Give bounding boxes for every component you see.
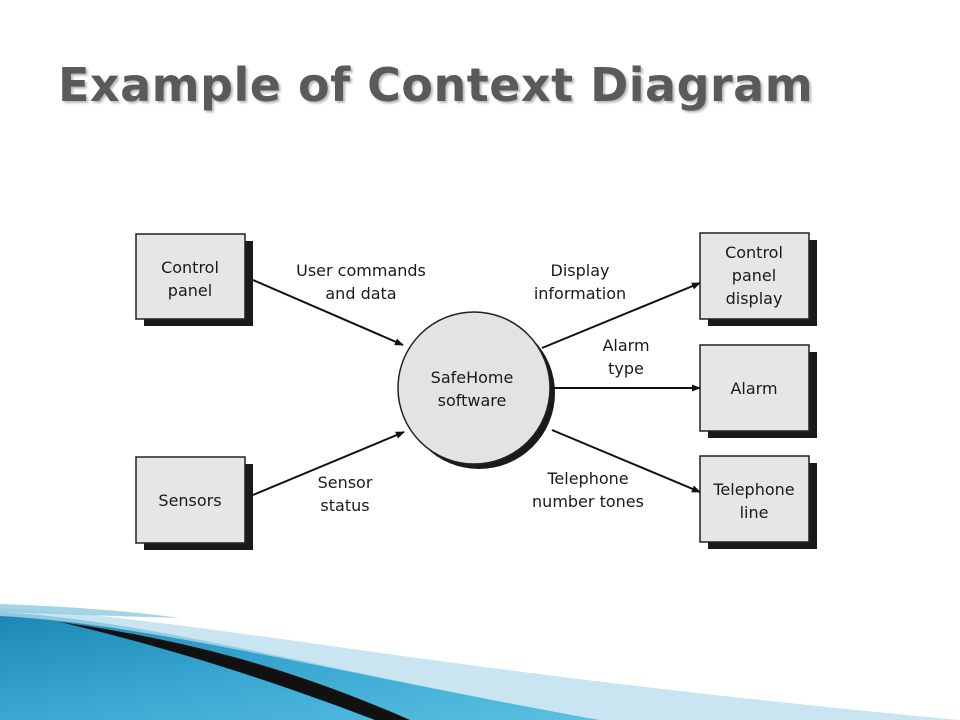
entity-label: panel [168,281,212,300]
entity-label: Sensors [158,491,221,510]
entity-label: panel [732,266,776,285]
flow-label: and data [325,284,396,303]
entity-alarm: Alarm [699,344,817,438]
process-label: software [438,391,507,410]
slide-title: Example of Context Diagram [58,58,814,112]
flow-user-commands: User commands and data [252,261,426,346]
flow-arrow [551,429,701,493]
entity-label: line [740,503,769,522]
flow-label: status [320,496,369,515]
entity-telephone-line: Telephone line [699,455,817,549]
flow-label: User commands [296,261,426,280]
flow-sensor-status: Sensor status [252,431,405,515]
entity-label: Alarm [730,379,777,398]
entity-label: display [726,289,783,308]
flow-display-information: Display information [534,261,701,349]
flow-label: Alarm [602,336,649,355]
process-safehome-software: SafeHome software [397,311,555,469]
footer-swoosh-decoration [0,604,960,720]
flow-label: type [608,359,644,378]
flow-label: number tones [532,492,644,511]
entity-sensors: Sensors [135,456,253,550]
entity-control-panel: Control panel [135,233,253,326]
flow-label: Sensor [318,473,373,492]
flow-telephone-tones: Telephone number tones [532,429,701,511]
flow-label: Telephone [546,469,628,488]
process-label: SafeHome [431,368,514,387]
entity-label: Telephone [712,480,794,499]
flow-alarm-type: Alarm type [550,336,701,392]
entity-label: Control [161,258,219,277]
flow-label: information [534,284,626,303]
context-diagram: Control panel Sensors Control panel disp… [135,232,817,550]
flow-arrow [541,282,701,349]
flow-label: Display [551,261,610,280]
flow-arrow [252,431,405,496]
entity-label: Control [725,243,783,262]
entity-control-panel-display: Control panel display [699,232,817,326]
flow-arrow [252,279,404,346]
